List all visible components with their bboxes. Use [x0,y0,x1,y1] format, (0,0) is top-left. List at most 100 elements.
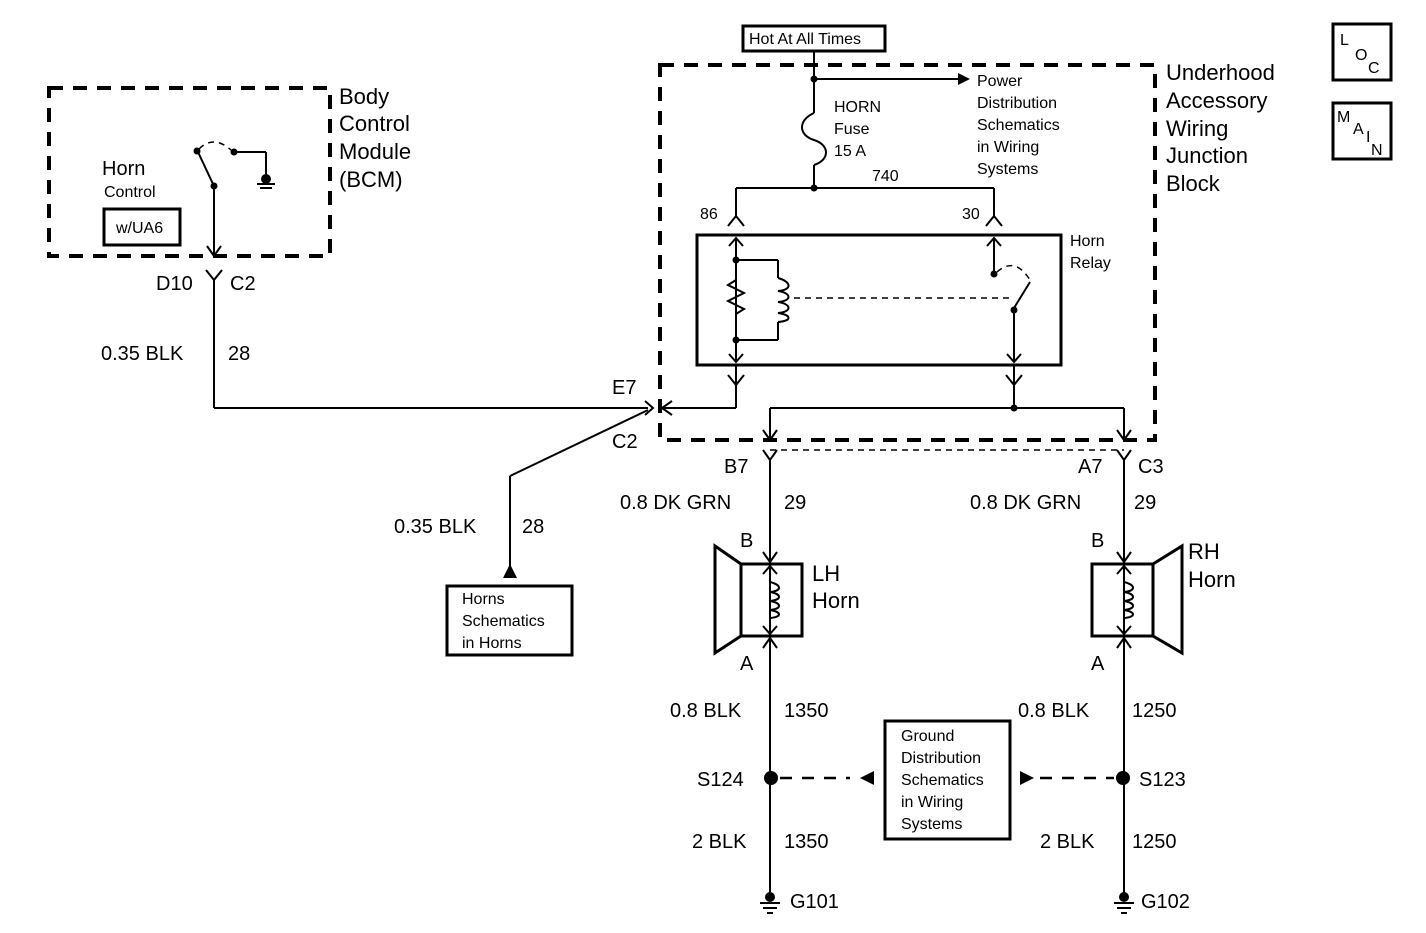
lh-splice-label: S124 [697,769,744,791]
svg-text:Module: Module [339,139,411,164]
horns-wire-circuit-label: 28 [522,516,544,538]
g102-ground-icon [1114,892,1134,914]
main-letter-n: N [1371,142,1383,159]
lh-ground-size-label: 0.8 BLK [670,700,742,722]
g101-label: G101 [790,891,839,913]
lh-horn-label: LH Horn [812,561,860,613]
loc-button[interactable]: L O C [1331,22,1393,82]
svg-text:Underhood: Underhood [1166,60,1275,85]
svg-text:Fuse: Fuse [834,121,870,138]
bcm-wire-circuit-label: 28 [228,343,250,365]
horns-schematics-ref[interactable]: Horns Schematics in Horns [445,584,574,657]
svg-text:in Wiring: in Wiring [977,139,1039,156]
a7-pin-label: A7 [1078,456,1102,478]
rh-splice-label: S123 [1139,769,1186,791]
horns-wire-size-label: 0.35 BLK [394,516,477,538]
relay-resistor-icon [725,279,747,315]
pin-30-connector-icon [985,214,1003,227]
bcm-outline [47,86,332,258]
horn-fuse-icon [801,112,827,166]
terminal-86-label: 86 [700,206,718,223]
bcm-connector-icon [205,269,223,282]
rh-ground-ref-arrow-icon [1020,771,1034,785]
g102-label: G102 [1141,891,1190,913]
svg-text:Block: Block [1166,171,1221,196]
svg-text:LH: LH [812,561,840,586]
relay-switch-icon [1013,281,1031,309]
svg-text:in Horns: in Horns [462,635,522,652]
svg-text:Body: Body [339,84,389,109]
rh-feed-circuit-label: 29 [1134,492,1156,514]
relay-coil-icon [777,277,790,323]
horn-relay-label: Horn Relay [1070,233,1111,272]
control-label: Control [104,184,156,201]
lh-feed-size-label: 0.8 DK GRN [620,492,731,514]
g101-ground-icon [760,892,780,914]
a7-connector-icon [1116,449,1132,462]
lh-ground-circuit-label: 1350 [784,700,829,722]
e7-connector-label: C2 [612,431,638,453]
rh-pin-b-label: B [1091,530,1104,552]
svg-text:Wiring: Wiring [1166,116,1228,141]
lh-feed-circuit-label: 29 [784,492,806,514]
main-letter-i: I [1366,129,1370,146]
bcm-pin-label: D10 [156,273,193,295]
svg-text:Accessory: Accessory [1166,88,1267,113]
bcm-connector-label: C2 [230,273,256,295]
circuit-740-label: 740 [872,168,899,185]
svg-text:Ground: Ground [901,728,954,745]
svg-text:Horn: Horn [1070,233,1105,250]
bcm-title: Body Control Module (BCM) [339,84,411,192]
svg-text:Horns: Horns [462,591,505,608]
loc-letter-o: O [1355,47,1367,64]
rh-lower-size-label: 2 BLK [1040,831,1095,853]
lh-lower-circuit-label: 1350 [784,831,829,853]
e7-pin-label: E7 [612,377,636,399]
svg-text:Systems: Systems [901,816,962,833]
lh-ground-ref-arrow-icon [860,771,874,785]
rh-horn-label: RH Horn [1188,539,1236,592]
svg-text:Relay: Relay [1070,255,1111,272]
main-letter-a: A [1353,121,1364,138]
horn-relay-box [695,233,1063,367]
svg-text:Distribution: Distribution [901,750,981,767]
ua6-option-label: w/UA6 [115,220,163,237]
b7-pin-label: B7 [724,456,748,478]
svg-text:RH: RH [1188,539,1220,564]
pin-86-connector-icon [727,214,745,227]
svg-text:Distribution: Distribution [977,95,1057,112]
svg-text:Schematics: Schematics [977,117,1060,134]
ua6-option-box [102,207,182,247]
svg-text:(BCM): (BCM) [339,167,403,192]
terminal-30-label: 30 [962,206,980,223]
horn-fuse-label: HORN Fuse 15 A [834,99,881,160]
svg-text:HORN: HORN [834,99,881,116]
junction-block-outline [658,63,1157,442]
power-distribution-ref[interactable]: Power Distribution Schematics in Wiring … [977,73,1060,178]
hot-at-all-times-label: Hot At All Times [749,31,861,48]
e7-connector-icon [644,400,655,416]
horn-control-label: Horn [102,158,145,180]
rh-ground-circuit-label: 1250 [1132,700,1177,722]
rh-pin-a-label: A [1091,653,1105,675]
rh-horn-icon [1090,543,1184,656]
e7-arrow-icon [660,400,673,416]
lh-pin-b-label: B [740,530,753,552]
svg-text:in Wiring: in Wiring [901,794,963,811]
rh-feed-size-label: 0.8 DK GRN [970,492,1081,514]
svg-text:Systems: Systems [977,161,1038,178]
lh-horn-icon [713,543,804,656]
main-letter-m: M [1337,109,1350,126]
relay-switch-arc [996,264,1031,281]
ground-distribution-ref[interactable]: Ground Distribution Schematics in Wiring… [883,719,1012,841]
svg-text:Junction: Junction [1166,143,1248,168]
junction-block-title: Underhood Accessory Wiring Junction Bloc… [1166,60,1275,196]
bcm-ground-icon [261,174,271,184]
svg-text:15 A: 15 A [834,143,866,160]
c3-connector-label: C3 [1138,456,1164,478]
svg-text:Power: Power [977,73,1023,90]
horns-ref-arrow-icon [503,564,517,578]
bcm-wire-size-label: 0.35 BLK [101,343,184,365]
main-button[interactable]: M A I N [1331,101,1393,161]
